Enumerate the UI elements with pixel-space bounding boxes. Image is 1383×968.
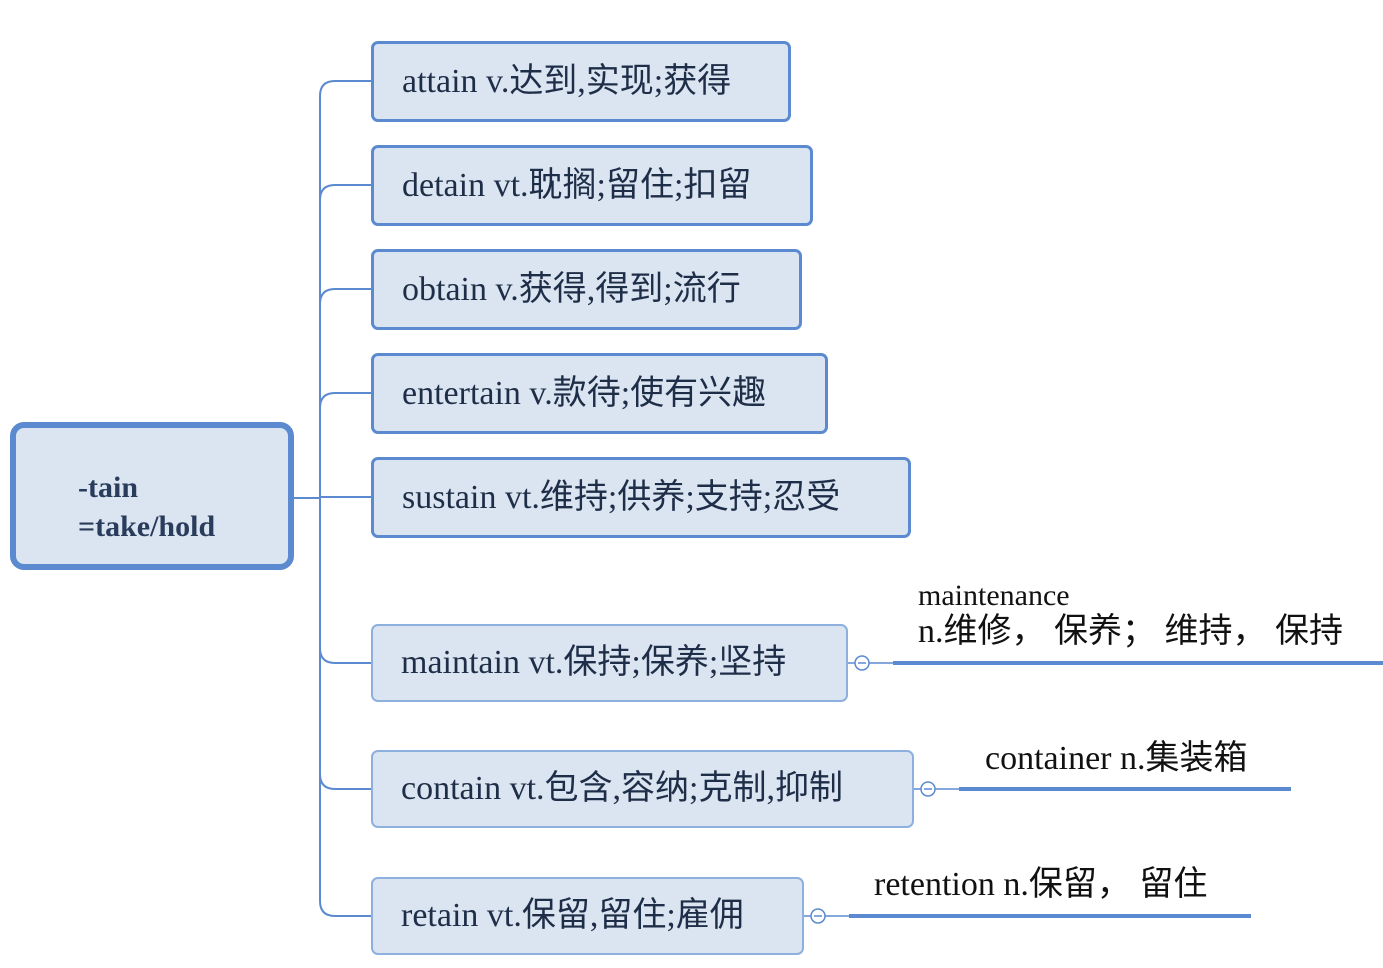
root-label: -tain =take/hold (78, 468, 215, 546)
derivative-maintenance: maintenance n.维修， 保养； 维持， 保持 (918, 578, 1343, 650)
root-label-line2: =take/hold (78, 510, 216, 543)
derivative-retention: retention n.保留， 留住 (874, 866, 1208, 903)
root-node[interactable]: -tain =take/hold (10, 422, 294, 570)
derivative-container: container n.集装箱 (985, 740, 1248, 777)
branch-connector-entertain (319, 392, 371, 409)
branch-node-obtain[interactable]: obtain v.获得,得到;流行 (371, 249, 802, 330)
branch-node-attain[interactable]: attain v.达到,实现;获得 (371, 41, 791, 122)
branch-node-detain[interactable]: detain vt.耽搁;留住;扣留 (371, 145, 813, 226)
branch-node-retain[interactable]: retain vt.保留,留住;雇佣 (371, 877, 804, 955)
branch-node-sustain[interactable]: sustain vt.维持;供养;支持;忍受 (371, 457, 911, 538)
derivative-maintenance-line2: n.维修， 保养； 维持， 保持 (918, 613, 1343, 650)
branch-connector-retain (319, 900, 371, 917)
branch-connector-attain (319, 80, 371, 97)
root-label-line1: -tain (78, 471, 138, 504)
derivative-maintenance-line1: maintenance (918, 579, 1070, 612)
branch-node-entertain[interactable]: entertain v.款待;使有兴趣 (371, 353, 828, 434)
branch-node-contain[interactable]: contain vt.包含,容纳;克制,抑制 (371, 750, 914, 828)
branch-connector-contain (319, 773, 371, 790)
branch-connector-obtain (319, 288, 371, 305)
branch-connector-maintain (319, 647, 371, 664)
branch-node-maintain[interactable]: maintain vt.保持;保养;坚持 (371, 624, 848, 702)
branch-connector-detain (319, 184, 371, 201)
